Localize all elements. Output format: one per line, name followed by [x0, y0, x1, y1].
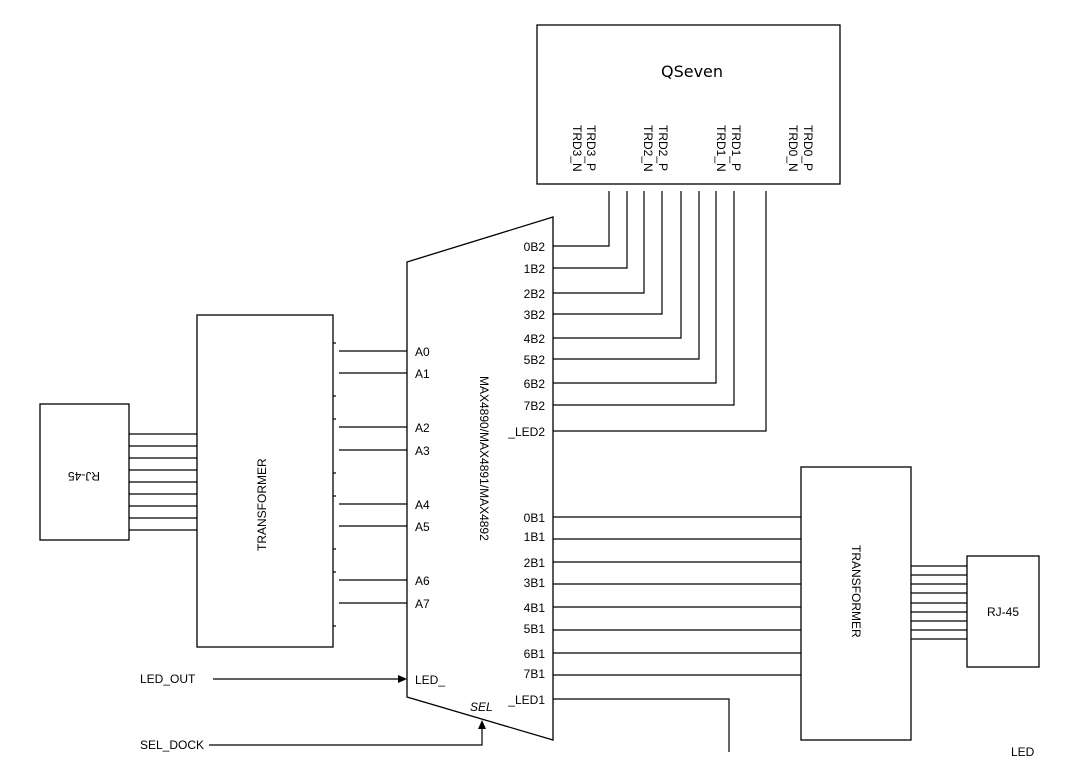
left-rj45-wires [129, 433, 197, 531]
right-rj45-box [966, 555, 1040, 668]
mux-body [406, 216, 554, 741]
right-transformer-label: TRANSFORMER [849, 545, 863, 638]
mux-pin-5b2: 5B2 [524, 353, 546, 367]
mux-pin-a7: A7 [415, 597, 430, 611]
wire-0b2 [553, 191, 610, 247]
left-transformer-label: TRANSFORMER [255, 458, 269, 551]
qseven-pin-trd0-p: TRD0_P [801, 125, 815, 171]
mux-pin-1b2: 1B2 [524, 262, 546, 276]
mux-pin-2b1: 2B1 [524, 556, 546, 570]
mux-pin-3b2: 3B2 [524, 308, 546, 322]
mux-pin-7b1: 7B1 [524, 667, 546, 681]
mux-pin-6b2: 6B2 [524, 377, 546, 391]
mux-pin-0b2: 0B2 [524, 240, 546, 254]
mux-pin-3b1: 3B1 [524, 576, 546, 590]
mux-pin-4b1: 4B1 [524, 601, 546, 615]
mux-pin-led: LED_ [415, 673, 445, 687]
qseven-pin-trd1-p: TRD1_P [729, 125, 743, 171]
qseven-pin-trd3-n: TRD3_N [570, 125, 584, 172]
qseven-pin-trd0-n: TRD0_N [786, 125, 800, 172]
mux-pin-5b1: 5B1 [524, 622, 546, 636]
mux-pin-a5: A5 [415, 520, 430, 534]
right-rj45-label: RJ-45 [987, 605, 1019, 619]
wire-5b2 [553, 191, 700, 360]
mux-pin-led1: _LED1 [507, 693, 545, 707]
signal-sel-dock: SEL_DOCK [140, 738, 204, 752]
qseven-module: QSeven TRD3_N TRD3_P TRD2_N TRD2_P TRD1_… [536, 24, 841, 185]
left-rj45-label: RJ-45 [68, 469, 100, 483]
mux-pin-7b2: 7B2 [524, 399, 546, 413]
control-signals: LED_OUT SEL_DOCK LED [140, 672, 1035, 759]
signal-led-out: LED_OUT [140, 672, 196, 686]
mux-pin-a4: A4 [415, 498, 430, 512]
wire-3b2 [553, 191, 663, 315]
mux-pin-led2: _LED2 [507, 425, 545, 439]
qseven-pin-trd3-p: TRD3_P [584, 125, 598, 171]
right-transformer-box [800, 466, 912, 741]
mux-pin-a2: A2 [415, 421, 430, 435]
mux-pin-a0: A0 [415, 345, 430, 359]
mux-part-label: MAX4890/MAX4891/MAX4892 [477, 376, 491, 541]
qseven-box [536, 24, 841, 185]
mux-pin-0b1: 0B1 [524, 511, 546, 525]
qseven-title: QSeven [661, 62, 723, 81]
wire-led2 [553, 191, 767, 432]
left-transformer-ticks [333, 342, 336, 627]
mux-pin-sel: SEL [470, 700, 493, 714]
mux-pin-2b2: 2B2 [524, 287, 546, 301]
qseven-pin-trd2-n: TRD2_N [641, 125, 655, 172]
wire-led1 [553, 698, 730, 752]
mux-pin-a3: A3 [415, 444, 430, 458]
wire-sel-dock [209, 728, 483, 746]
wire-6b2 [553, 191, 717, 384]
left-transformer-group: TRANSFORMER [39, 314, 407, 648]
signal-led-partial: LED [1011, 745, 1035, 759]
qseven-bus-wires [553, 191, 767, 432]
wire-4b2 [553, 191, 682, 339]
mux-pin-4b2: 4B2 [524, 332, 546, 346]
mux-pin-a6: A6 [415, 574, 430, 588]
wire-2b2 [553, 191, 645, 294]
wire-1b2 [553, 191, 628, 269]
mux-pin-a1: A1 [415, 367, 430, 381]
mux-chip: MAX4890/MAX4891/MAX4892 A0 A1 A2 A3 A4 A… [406, 216, 554, 741]
wire-7b2 [553, 191, 735, 406]
left-rj45-box [39, 403, 130, 541]
arrow-led-out-icon [398, 675, 407, 683]
qseven-pin-trd2-p: TRD2_P [656, 125, 670, 171]
arrow-sel-dock-icon [478, 720, 486, 729]
right-rj45-wires [911, 565, 967, 640]
right-transformer-group: TRANSFORMER RJ-45 [553, 466, 1040, 752]
mux-pin-1b1: 1B1 [524, 530, 546, 544]
qseven-pin-trd1-n: TRD1_N [714, 125, 728, 172]
left-transformer-box [196, 314, 334, 648]
mux-pin-6b1: 6B1 [524, 647, 546, 661]
